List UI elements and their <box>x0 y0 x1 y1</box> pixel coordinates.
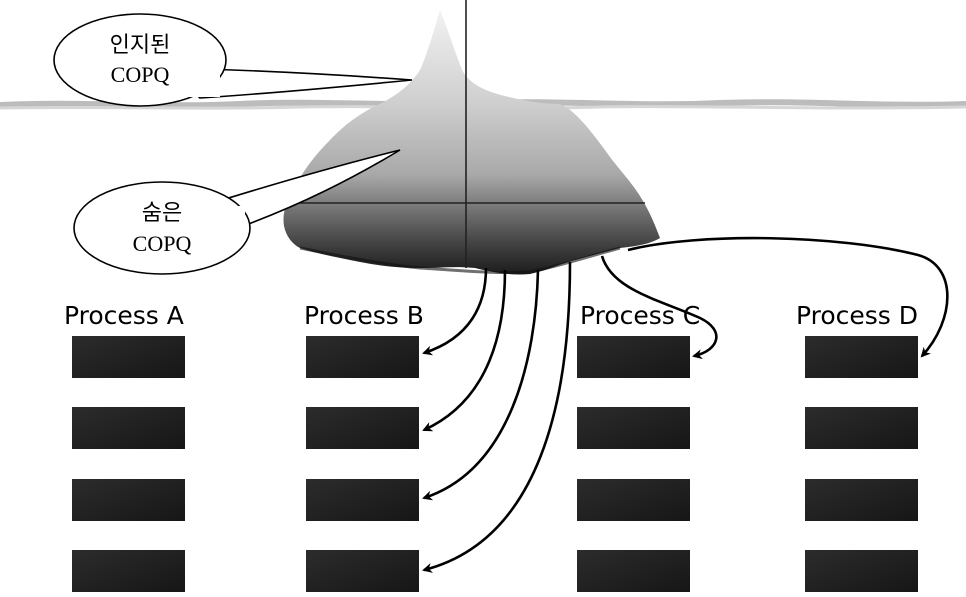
process-b-label: Process B <box>304 301 424 330</box>
process-c-steps <box>577 336 690 592</box>
iceberg <box>283 10 660 275</box>
arrow-to-process-b-step-4 <box>422 261 572 573</box>
callout-hidden-copq: 숨은 COPQ <box>73 149 401 275</box>
arrow-to-process-b-step-1 <box>422 267 488 356</box>
callout-hidden-line2: COPQ <box>133 231 192 256</box>
callout-visible-copq: 인지된 COPQ <box>53 13 413 107</box>
process-a-step-box <box>72 407 185 449</box>
process-b-step-box <box>306 336 419 378</box>
process-labels: Process A Process B Process C Process D <box>64 301 918 330</box>
process-a-step-box <box>72 336 185 378</box>
connector-arrows <box>422 236 949 573</box>
process-c-step-box <box>577 336 690 378</box>
process-b-step-box <box>306 407 419 449</box>
callout-hidden-line1: 숨은 <box>142 200 182 225</box>
callout-visible-line2: COPQ <box>111 62 170 87</box>
process-a-label: Process A <box>64 301 184 330</box>
process-a-step-box <box>72 479 185 521</box>
process-a-step-box <box>72 550 185 592</box>
process-c-step-box <box>577 407 690 449</box>
axis-lines <box>282 0 645 268</box>
process-c-step-box <box>577 550 690 592</box>
process-d-step-box <box>805 550 918 592</box>
process-d-step-box <box>805 336 918 378</box>
callout-visible-line1: 인지된 <box>110 32 171 57</box>
process-c-step-box <box>577 479 690 521</box>
arrow-to-process-b-step-3 <box>422 269 540 501</box>
process-d-step-box <box>805 407 918 449</box>
arrow-to-process-d-step-1 <box>627 236 949 358</box>
process-b-step-box <box>306 479 419 521</box>
process-d-label: Process D <box>796 301 918 330</box>
process-a-steps <box>72 336 185 592</box>
process-d-steps <box>805 336 918 592</box>
arrow-to-process-b-step-2 <box>422 269 507 432</box>
arrow-to-process-c-step-1 <box>600 255 718 360</box>
process-c-label: Process C <box>580 301 700 330</box>
process-b-step-box <box>306 550 419 592</box>
process-b-steps <box>306 336 419 592</box>
process-d-step-box <box>805 479 918 521</box>
